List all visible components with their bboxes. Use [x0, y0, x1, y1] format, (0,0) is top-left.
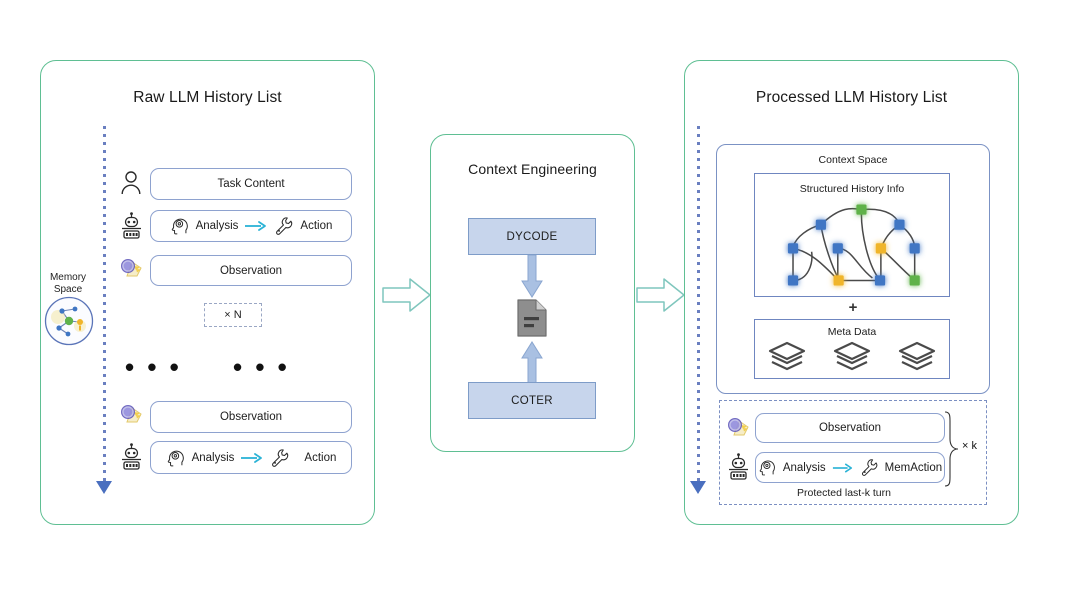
- head-gear-icon: [170, 216, 190, 236]
- left-panel-title: Raw LLM History List: [133, 89, 282, 106]
- meta-data-title: Meta Data: [827, 326, 877, 338]
- ellipsis-left: • • •: [125, 352, 182, 382]
- head-gear-icon-2: [166, 448, 186, 468]
- arrow-right-icon-3: [832, 462, 854, 474]
- message-box-analysis-action-1[interactable]: Analysis Action: [150, 210, 352, 242]
- message-box-analysis-action-2[interactable]: Analysis Action: [150, 441, 352, 474]
- right-timeline: [697, 126, 700, 481]
- memory-space-label: Memory Space: [40, 272, 96, 296]
- analysis-label-1: Analysis: [195, 220, 239, 232]
- right-panel-title: Processed LLM History List: [755, 89, 948, 106]
- knowledge-graph-icon: [760, 196, 946, 294]
- message-box-task-content[interactable]: Task Content: [150, 168, 352, 200]
- ellipsis-right: • • •: [233, 352, 290, 382]
- left-timeline-arrow: [96, 481, 112, 494]
- wrench-icon-2: [270, 448, 290, 468]
- arrow-up-icon: [516, 340, 548, 384]
- analysis-label-3: Analysis: [782, 461, 826, 474]
- analysis-label-2: Analysis: [191, 451, 235, 464]
- task-content-label: Task Content: [217, 178, 285, 190]
- document-icon: [515, 298, 549, 338]
- memory-space-label-line2: Space: [53, 284, 83, 295]
- robot-icon-3: [726, 453, 751, 481]
- message-box-observation-2[interactable]: Observation: [150, 401, 352, 433]
- dycode-label: DYCODE: [506, 230, 558, 243]
- observation-icon: [119, 257, 145, 281]
- observation-label-1: Observation: [219, 264, 282, 277]
- protected-caption: Protected last-k turn: [797, 487, 891, 499]
- observation-label-2: Observation: [219, 411, 282, 423]
- layers-icon-2: [832, 340, 872, 372]
- action-label-1: Action: [300, 220, 333, 232]
- arrow-left-to-middle: [382, 277, 432, 313]
- structured-history-title: Structured History Info: [799, 183, 905, 195]
- memaction-label: MemAction: [884, 461, 943, 474]
- meta-data-icons: [754, 340, 950, 372]
- brace-icon: [944, 411, 960, 487]
- layers-icon-1: [767, 340, 807, 372]
- multiplier-k-label: × k: [962, 440, 977, 452]
- middle-panel-title: Context Engineering: [468, 161, 597, 177]
- robot-icon: [119, 212, 144, 240]
- memory-graph-icon: [44, 296, 94, 346]
- repeat-badge-label: × N: [224, 309, 242, 321]
- coter-block[interactable]: COTER: [468, 382, 596, 419]
- observation-icon-2: [119, 403, 145, 427]
- observation-icon-3: [726, 416, 752, 440]
- left-timeline: [103, 126, 106, 481]
- message-box-memaction[interactable]: Analysis MemAction: [755, 452, 945, 483]
- observation-label-3: Observation: [818, 422, 881, 434]
- coter-label: COTER: [511, 394, 553, 407]
- head-gear-icon-3: [758, 458, 777, 477]
- action-label-2: Action: [304, 451, 337, 464]
- message-box-observation-3[interactable]: Observation: [755, 413, 945, 443]
- repeat-badge: × N: [204, 303, 262, 327]
- wrench-icon: [274, 216, 294, 236]
- wrench-icon-3: [860, 458, 879, 477]
- user-icon: [120, 170, 142, 196]
- context-space-title: Context Space: [818, 154, 888, 166]
- arrow-down-icon: [516, 255, 548, 299]
- plus-sign: +: [848, 299, 858, 316]
- protected-last-k-region: [719, 400, 987, 505]
- arrow-right-icon-2: [240, 452, 264, 464]
- arrow-middle-to-right: [636, 277, 686, 313]
- memory-space-label-line1: Memory: [49, 272, 87, 283]
- layers-icon-3: [897, 340, 937, 372]
- arrow-right-icon: [244, 220, 268, 232]
- dycode-block[interactable]: DYCODE: [468, 218, 596, 255]
- right-timeline-arrow: [690, 481, 706, 494]
- message-box-observation-1[interactable]: Observation: [150, 255, 352, 286]
- robot-icon-2: [119, 443, 144, 471]
